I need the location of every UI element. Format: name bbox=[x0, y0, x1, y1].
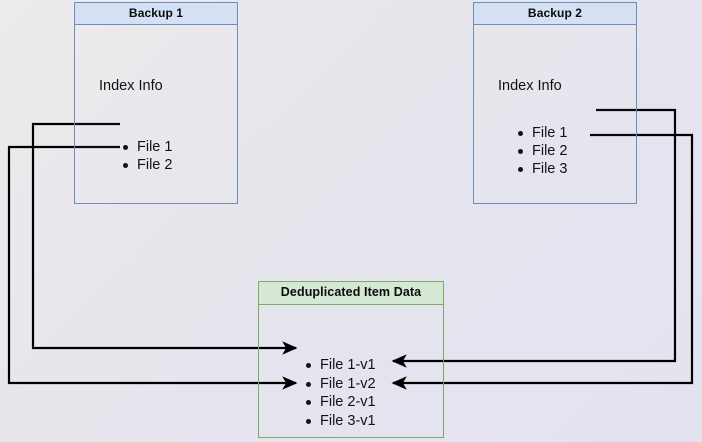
connector-backup2-file1 bbox=[391, 108, 677, 368]
list-item[interactable]: File 1 bbox=[121, 138, 172, 156]
dedup-file-list: File 1-v1 File 1-v2 File 2-v1 File 3-v1 bbox=[304, 356, 376, 430]
backup-1-index-info-label: Index Info bbox=[99, 78, 163, 94]
connector-backup1-file1 bbox=[31, 122, 298, 355]
node-backup-1[interactable]: Backup 1 Index Info File 1 File 2 bbox=[74, 2, 238, 204]
list-item[interactable]: File 1-v1 bbox=[304, 356, 376, 375]
node-backup-1-header: Backup 1 bbox=[75, 3, 237, 25]
backup-2-index-info-label: Index Info bbox=[498, 78, 562, 94]
node-dedup-header: Deduplicated Item Data bbox=[259, 282, 443, 305]
backup-2-file-list: File 1 File 2 File 3 bbox=[516, 124, 567, 178]
list-item[interactable]: File 3-v1 bbox=[304, 412, 376, 431]
list-item[interactable]: File 1-v2 bbox=[304, 375, 376, 394]
list-item[interactable]: File 3 bbox=[516, 160, 567, 178]
node-dedup-body: File 1-v1 File 1-v2 File 2-v1 File 3-v1 bbox=[259, 305, 443, 436]
list-item[interactable]: File 2 bbox=[121, 156, 172, 174]
node-backup-2-header: Backup 2 bbox=[474, 3, 636, 25]
list-item[interactable]: File 2 bbox=[516, 142, 567, 160]
list-item[interactable]: File 1 bbox=[516, 124, 567, 142]
node-deduplicated-item-data[interactable]: Deduplicated Item Data File 1-v1 File 1-… bbox=[258, 281, 444, 438]
node-backup-1-body: Index Info File 1 File 2 bbox=[75, 25, 237, 203]
node-backup-2-body: Index Info File 1 File 2 File 3 bbox=[474, 25, 636, 203]
connector-backup2-file2 bbox=[391, 133, 694, 390]
backup-1-file-list: File 1 File 2 bbox=[121, 138, 172, 174]
list-item[interactable]: File 2-v1 bbox=[304, 393, 376, 412]
node-backup-2[interactable]: Backup 2 Index Info File 1 File 2 File 3 bbox=[473, 2, 637, 204]
connector-backup1-file2 bbox=[7, 145, 298, 390]
